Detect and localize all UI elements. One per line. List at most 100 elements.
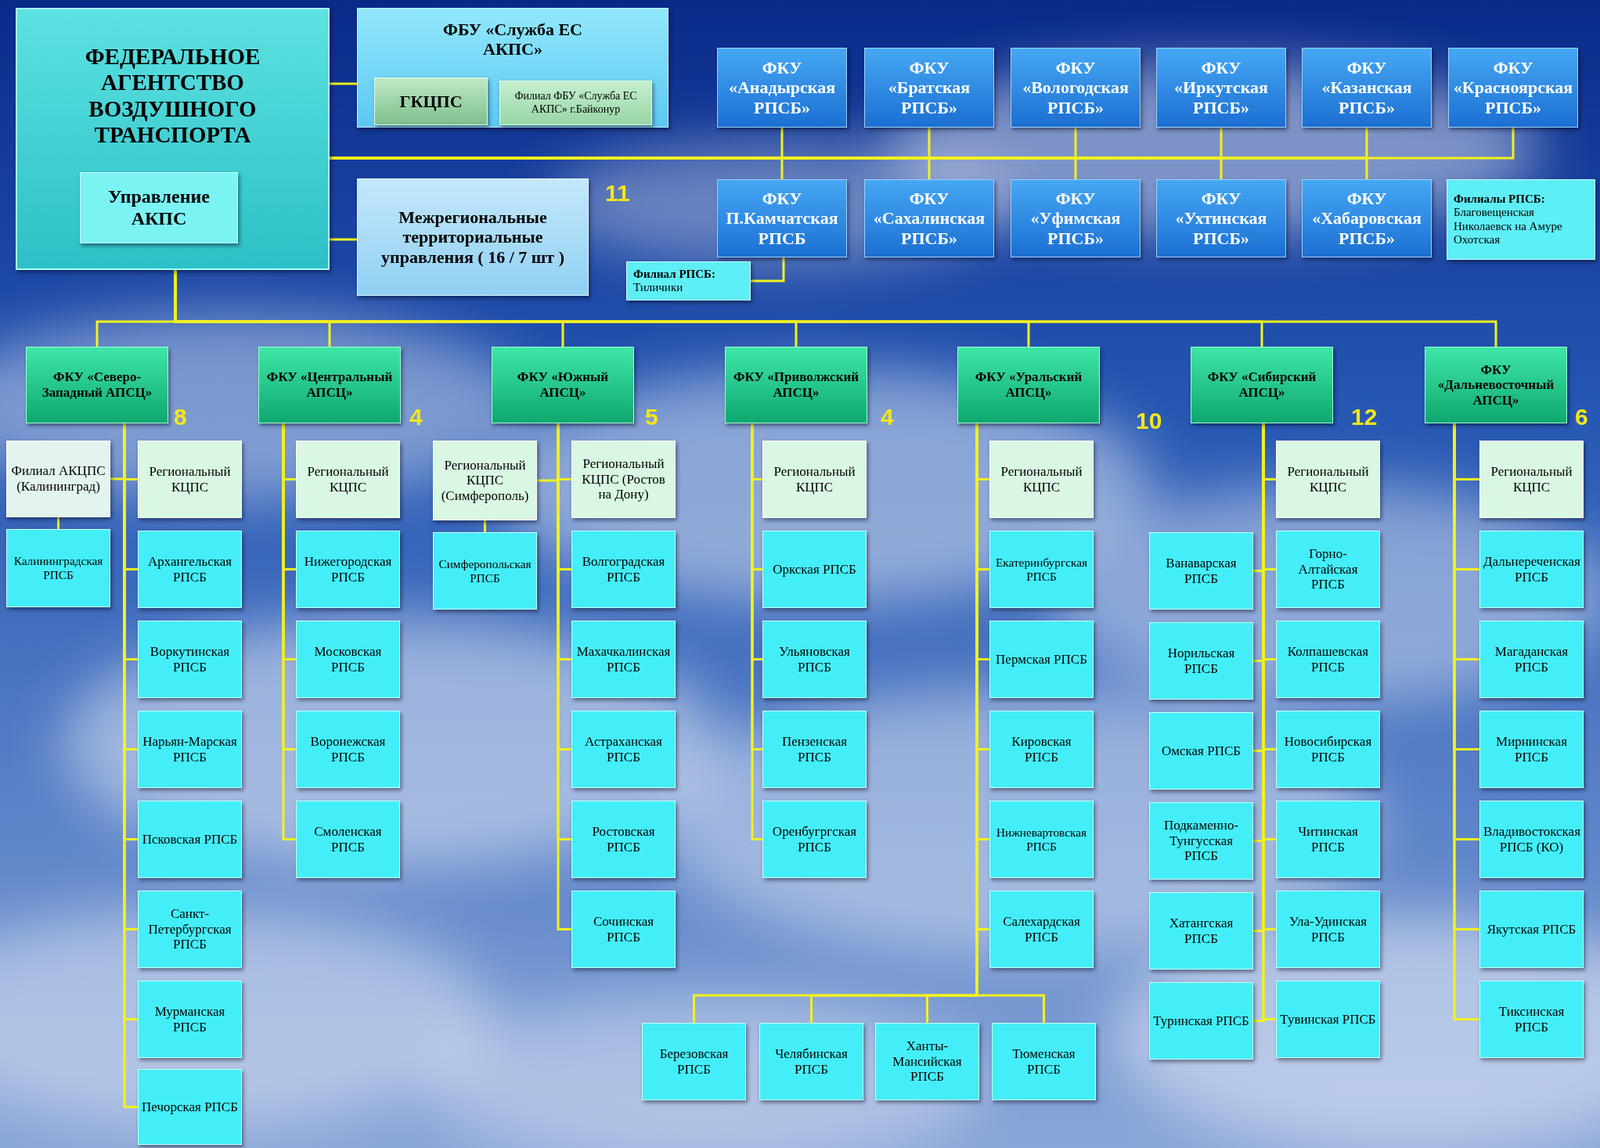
rescue-base-box: ФКУ «Ухтинская РПСБ»	[1156, 179, 1287, 258]
box-label: Магаданская РПСБ	[1483, 644, 1580, 675]
box-label: Омская РПСБ	[1153, 743, 1250, 760]
connector	[283, 423, 296, 480]
rescue-base-box: Калининградская РПСБ	[6, 529, 111, 608]
rescue-base-box: Ула-Удинская РПСБ	[1275, 890, 1381, 969]
search-center-box: ФКУ «Северо-Западный АПСЦ»	[25, 346, 169, 424]
box-label: Челябинская РПСБ	[763, 1046, 860, 1078]
connector	[1454, 423, 1480, 1020]
box-label: Ханты-Мансийская РПСБ	[879, 1038, 976, 1085]
box-label: Региональный КЦПС	[299, 464, 397, 495]
box-label: Московская РПСБ	[299, 644, 397, 675]
connector	[752, 423, 763, 660]
connector	[1263, 423, 1276, 1020]
connector	[1454, 423, 1480, 930]
rescue-base-box: Московская РПСБ	[295, 620, 400, 699]
connector	[976, 423, 990, 840]
connector	[1263, 423, 1276, 570]
connector	[976, 423, 990, 750]
rescue-base-box: ФКУ П.Камчатская РПСБ	[717, 179, 847, 258]
box-label: Хатангская РПСБ	[1153, 915, 1250, 947]
rescue-base-box: ФКУ «Сахалинская РПСБ»	[864, 179, 995, 258]
box-label: ФКУ «Сибирский АПСЦ»	[1194, 369, 1330, 400]
rescue-base-box: Волгоградская РПСБ	[571, 530, 676, 609]
box-label: Оренбугргская РПСБ	[766, 824, 863, 855]
box-label: Новосибирская РПСБ	[1279, 734, 1377, 765]
rescue-base-box: Колпашевская РПСБ	[1275, 620, 1381, 699]
connector	[1454, 423, 1480, 750]
connector	[694, 423, 978, 1024]
search-center-box: ФКУ «Южный АПСЦ»	[491, 346, 635, 424]
rescue-base-box: Владивостокская РПСБ (КО)	[1479, 800, 1584, 879]
connector	[329, 158, 1076, 180]
rescue-base-box: Воркутинская РПСБ	[137, 620, 242, 699]
connector	[1263, 423, 1276, 840]
connector	[752, 423, 763, 570]
rescue-base-box: Дальнереченская РПСБ	[1479, 530, 1584, 609]
box-label: Якутская РПСБ	[1483, 922, 1580, 938]
rescue-base-box: Астраханская РПСБ	[571, 710, 676, 789]
rescue-base-box: Воронежская РПСБ	[295, 710, 400, 789]
box-label: Симферопольская РПСБ	[436, 557, 534, 585]
box-label: Подкаменно-Тунгусская РПСБ	[1153, 818, 1250, 865]
box-label: Воронежская РПСБ	[299, 734, 397, 765]
box-label: Тувинская РПСБ	[1279, 1012, 1377, 1028]
box-label: ФКУ «Северо-Западный АПСЦ»	[29, 369, 165, 400]
rescue-base-box: Омская РПСБ	[1149, 712, 1254, 790]
rescue-base-box: Челябинская РПСБ	[759, 1023, 864, 1101]
connector	[536, 423, 559, 481]
box-label: Нижневартовская РПСБ	[993, 825, 1090, 854]
connector	[124, 423, 138, 1108]
connector	[752, 423, 763, 480]
connector	[329, 238, 357, 242]
box-label: Норильская РПСБ	[1153, 645, 1250, 677]
rescue-base-box: Нарьян-Марская РПСБ	[137, 710, 242, 789]
connector	[124, 423, 138, 840]
coordination-center-box: Региональный КЦПС	[1275, 440, 1381, 519]
agency-box: ФЕДЕРАЛЬНОЕ АГЕНТСТВО ВОЗДУШНОГО ТРАНСПО…	[15, 7, 330, 271]
connector	[329, 127, 1514, 159]
search-center-box: ФКУ «Уральский АПСЦ»	[957, 346, 1100, 424]
rescue-base-box: ФКУ «Братская РПСБ»	[864, 47, 995, 128]
connector	[1454, 423, 1480, 480]
search-center-box: ФКУ «Центральный АПСЦ»	[258, 346, 401, 424]
box-label: ФКУ «Ухтинская РПСБ»	[1160, 188, 1283, 249]
coordination-center-box: Региональный КЦПС	[295, 440, 400, 519]
box-label: Березовская РПСБ	[645, 1046, 743, 1078]
rescue-base-box: Сочинская РПСБ	[571, 890, 676, 969]
box-label: Тюменская РПСБ	[995, 1046, 1092, 1078]
connector	[110, 423, 125, 480]
rescue-base-box: Якутская РПСБ	[1479, 890, 1584, 969]
connector	[97, 270, 176, 347]
box-label: ФКУ «Дальневосточный АПСЦ»	[1428, 362, 1564, 409]
rescue-base-box: Мирнинская РПСБ	[1479, 710, 1584, 789]
directorate-box: Межрегиональные территориальные управлен…	[356, 178, 589, 296]
box-label: Нарьян-Марская РПСБ	[141, 734, 238, 765]
box-label: Колпашевская РПСБ	[1279, 644, 1377, 675]
coordination-center-box: Региональный КЦПС (Ростов на Дону)	[571, 440, 676, 519]
connector	[283, 423, 296, 750]
box-label: Нижегородская РПСБ	[299, 554, 397, 585]
connector	[283, 423, 296, 840]
box-label: ФКУ «Сахалинская РПСБ»	[868, 188, 991, 249]
service-box: ФБУ «Служба ЕС АКПС»ГКЦПСФилиал ФБУ «Слу…	[356, 7, 669, 128]
search-center-box: ФКУ «Дальневосточный АПСЦ»	[1424, 346, 1568, 424]
box-label: Филиал АКЦПС (Калининград)	[10, 463, 107, 494]
coordination-center-box: Региональный КЦПС	[137, 440, 242, 519]
box-label: Мурманская РПСБ	[141, 1004, 238, 1035]
box-label: Филиалы РПСБ:	[1453, 192, 1589, 206]
rescue-base-box: Печорская РПСБ	[137, 1069, 242, 1146]
box-label: ФКУ «Приволжский АПСЦ»	[728, 369, 864, 400]
connector	[558, 423, 572, 660]
rescue-base-box: ФКУ «Казанская РПСБ»	[1301, 47, 1432, 128]
box-label: Псковская РПСБ	[141, 832, 238, 848]
connector	[750, 257, 784, 282]
search-center-box: ФКУ «Сибирский АПСЦ»	[1190, 346, 1334, 424]
connector	[175, 270, 330, 347]
box-label: Региональный КЦПС	[141, 464, 238, 495]
rescue-base-box: Симферопольская РПСБ	[432, 532, 537, 610]
rescue-base-box: Тюменская РПСБ	[991, 1023, 1096, 1101]
connector	[124, 423, 138, 480]
connector	[558, 423, 572, 570]
rescue-base-box: ФКУ «Хабаровская РПСБ»	[1301, 179, 1432, 258]
connector	[329, 158, 930, 180]
